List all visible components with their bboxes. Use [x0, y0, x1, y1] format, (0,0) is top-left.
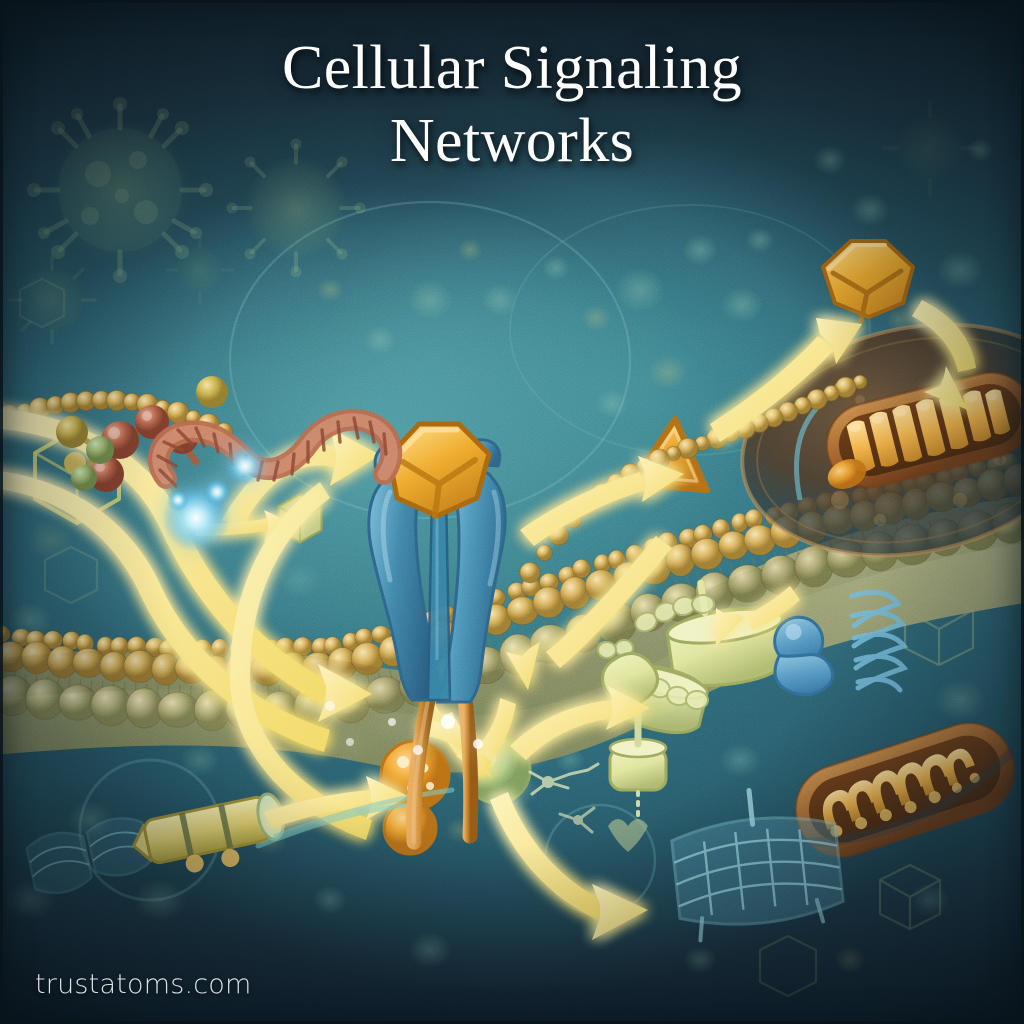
- page-title: Cellular Signaling Networks: [0, 32, 1024, 178]
- watermark-text: trustatoms.com: [35, 969, 252, 1000]
- title-line-1: Cellular Signaling: [281, 34, 743, 102]
- title-line-2: Networks: [389, 107, 635, 176]
